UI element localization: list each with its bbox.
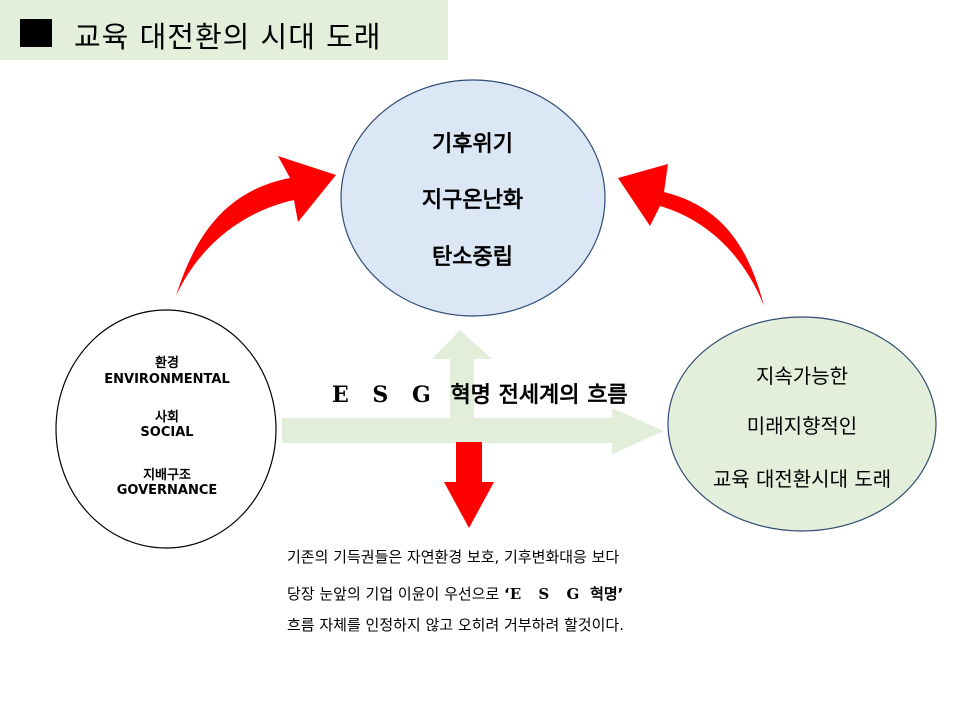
top-circle-line-3: 탄소중립 <box>432 245 513 270</box>
left-circle-social-en: SOCIAL <box>140 425 194 440</box>
left-circle-gov-en: GOVERNANCE <box>116 483 218 498</box>
right-flow-arrow <box>282 408 664 454</box>
top-circle-line-1: 기후위기 <box>432 132 513 157</box>
left-circle-env-en: ENVIRONMENTAL <box>104 372 230 387</box>
top-circle <box>340 79 606 317</box>
description-line-2: 당장 눈앞의 기업 이윤이 우선으로 ‘E S G 혁명’ <box>287 583 687 604</box>
description-line-3: 흐름 자체를 인정하지 않고 오히려 거부하려 할것이다. <box>287 616 624 634</box>
top-circle-line-2: 지구온난화 <box>421 188 524 213</box>
left-circle-gov-ko: 지배구조 <box>143 468 191 483</box>
page-title: 교육 대전환의 시대 도래 <box>74 20 382 54</box>
left-circle <box>55 309 277 549</box>
description-line-1: 기존의 기득권들은 자연환경 보호, 기후변화대응 보다 <box>287 548 620 566</box>
description-revolution: 혁명 <box>590 585 618 603</box>
left-circle-social-ko: 사회 <box>155 410 179 425</box>
left-circle-env-ko: 환경 <box>155 356 179 371</box>
esg-letters: E S G <box>332 382 439 408</box>
right-curved-red-arrow <box>618 164 764 306</box>
esg-flow-text: 혁명 전세계의 흐름 <box>450 383 628 408</box>
right-circle-line-3: 교육 대전환시대 도래 <box>712 467 892 491</box>
right-circle-line-2: 미래지향적인 <box>746 414 858 438</box>
title-bar: 교육 대전환의 시대 도래 <box>0 0 448 60</box>
up-flow-arrow <box>432 330 492 430</box>
description-esg: E S G <box>509 585 586 603</box>
description-quote-close: ’ <box>617 585 624 603</box>
esg-flow-label: E S G 혁명 전세계의 흐름 <box>332 377 628 409</box>
right-circle-line-1: 지속가능한 <box>756 364 848 388</box>
title-bullet-square <box>20 19 52 47</box>
description-line-2-text: 당장 눈앞의 기업 이윤이 우선으로 <box>287 585 505 603</box>
down-red-arrow <box>444 442 494 528</box>
description-quote-open: ‘ <box>504 585 510 603</box>
right-circle <box>667 316 937 532</box>
left-curved-red-arrow <box>176 156 336 296</box>
